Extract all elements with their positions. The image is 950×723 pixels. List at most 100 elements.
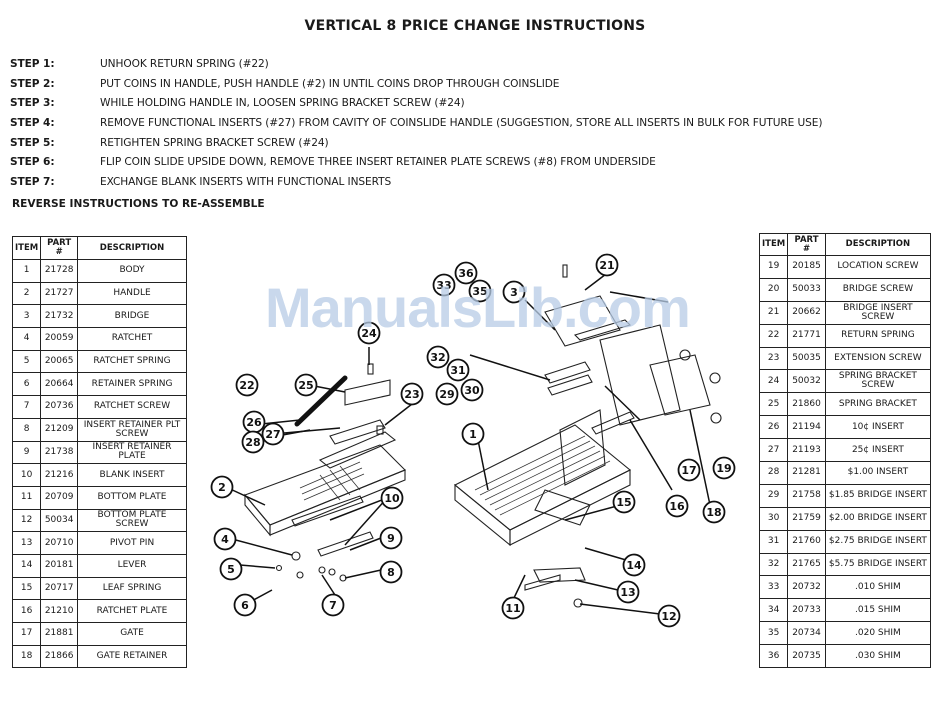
callout-number: 17 [681, 464, 696, 477]
callout-leaders [227, 270, 711, 615]
item-cell: 7 [11, 395, 42, 419]
col-header-item: ITEM [11, 236, 42, 260]
item-cell: 33 [758, 575, 789, 600]
callout-number: 15 [616, 496, 631, 509]
step-text: FLIP COIN SLIDE UPSIDE DOWN, REMOVE THRE… [100, 156, 656, 169]
step-text: PUT COINS IN HANDLE, PUSH HANDLE (#2) IN… [100, 77, 560, 90]
step-5: STEP 5:RETIGHTEN SPRING BRACKET SCREW (#… [10, 133, 822, 153]
callout-number: 22 [239, 379, 254, 392]
item-cell: 15 [11, 576, 42, 601]
callout-13: 13 [616, 580, 640, 604]
callout-number: 5 [227, 563, 235, 576]
callout-26: 26 [242, 410, 266, 434]
callout-5: 5 [219, 557, 243, 581]
callout-number: 31 [450, 364, 465, 377]
callout-number: 6 [241, 599, 249, 612]
callout-number: 14 [626, 559, 642, 572]
callout-circle [294, 373, 318, 397]
reverse-note: REVERSE INSTRUCTIONS TO RE-ASSEMBLE [12, 198, 265, 210]
callout-circle [379, 526, 403, 550]
callout-8: 8 [379, 560, 403, 584]
step-2: STEP 2:PUT COINS IN HANDLE, PUSH HANDLE … [10, 74, 822, 94]
callout-number: 2 [218, 481, 226, 494]
callout-33: 33 [432, 273, 456, 297]
callout-32: 32 [426, 345, 450, 369]
callout-24: 24 [357, 321, 381, 345]
callout-circle [233, 593, 257, 617]
callout-circle [435, 382, 459, 406]
callout-circle [677, 458, 701, 482]
item-cell: 32 [758, 552, 789, 577]
step-text: RETIGHTEN SPRING BRACKET SCREW (#24) [100, 136, 329, 149]
callout-circle [235, 373, 259, 397]
item-cell: 9 [11, 440, 42, 465]
callout-circle [357, 321, 381, 345]
callout-number: 11 [505, 602, 520, 615]
callout-23: 23 [400, 382, 424, 406]
item-cell: 28 [758, 461, 789, 485]
body-assembly-drawing [453, 264, 722, 608]
item-cell: 17 [11, 622, 42, 646]
page-title: VERTICAL 8 PRICE CHANGE INSTRUCTIONS [304, 18, 646, 34]
callout-circle [380, 486, 404, 510]
callout-circle [665, 494, 689, 518]
callout-circle [219, 557, 243, 581]
callout-number: 26 [246, 416, 262, 429]
step-label: STEP 4: [10, 116, 55, 129]
callout-21: 21 [595, 253, 619, 277]
callout-36: 36 [454, 261, 478, 285]
callout-circle [426, 345, 450, 369]
callout-6: 6 [233, 593, 257, 617]
callout-2: 2 [210, 475, 234, 499]
description-cell: .030 SHIM [824, 644, 932, 669]
steps-list: STEP 1:UNHOOK RETURN SPRING (#22) STEP 2… [10, 54, 823, 192]
col-header-description: DESCRIPTION [824, 233, 932, 256]
step-text: REMOVE FUNCTIONAL INSERTS (#27) FROM CAV… [100, 116, 823, 129]
step-text: WHILE HOLDING HANDLE IN, LOOSEN SPRING B… [100, 97, 465, 110]
callout-number: 1 [469, 428, 477, 441]
col-header-part: PART # [40, 236, 79, 260]
part-number-cell: 20735 [787, 644, 826, 669]
callout-number: 32 [430, 351, 445, 364]
callout-number: 13 [620, 586, 635, 599]
handle-assembly-drawing [244, 363, 406, 582]
col-header-description: DESCRIPTION [77, 236, 187, 260]
callout-number: 35 [472, 285, 487, 298]
callout-number: 19 [716, 462, 731, 475]
callout-10: 10 [380, 486, 404, 510]
description-cell: GATE RETAINER [77, 644, 187, 669]
callout-22: 22 [235, 373, 259, 397]
callout-circle [210, 475, 234, 499]
step-7: STEP 7:EXCHANGE BLANK INSERTS WITH FUNCT… [10, 172, 822, 192]
callout-1: 1 [461, 422, 485, 446]
item-cell: 18 [11, 644, 42, 669]
callout-number: 8 [387, 566, 395, 579]
callout-circle [616, 580, 640, 604]
callout-circle [712, 456, 736, 480]
item-cell: 27 [758, 438, 789, 463]
callout-number: 23 [404, 388, 419, 401]
callout-16: 16 [665, 494, 689, 518]
callout-number: 12 [661, 610, 676, 623]
item-cell: 36 [758, 644, 789, 669]
callout-number: 16 [669, 500, 685, 513]
callout-number: 10 [384, 492, 400, 505]
